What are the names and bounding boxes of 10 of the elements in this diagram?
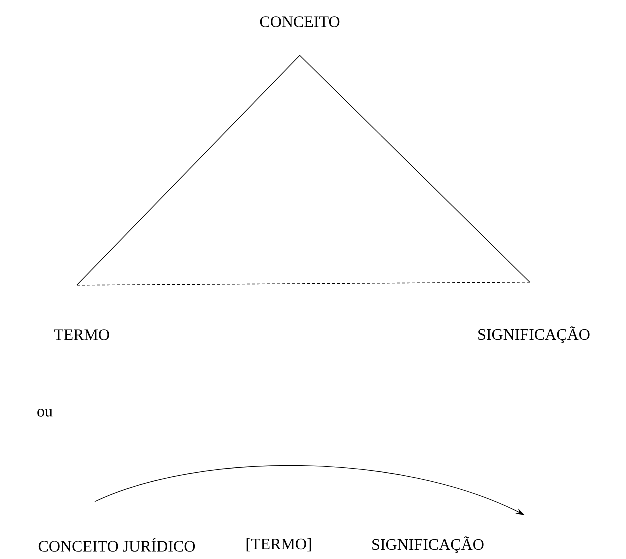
term-label: TERMO [54,330,110,340]
term-label: SIGNIFICAÇÃO [478,326,590,344]
note-text: ou [38,409,53,417]
term-label: CONCEITO [260,16,340,28]
term-label: [TERMO] [246,538,312,552]
term-label: SIGNIFICAÇÃO [372,536,484,554]
dashed-line [76,282,530,286]
line [300,55,530,283]
line [76,55,300,286]
term-label: CONCEITO JURÍDICO [38,538,196,552]
